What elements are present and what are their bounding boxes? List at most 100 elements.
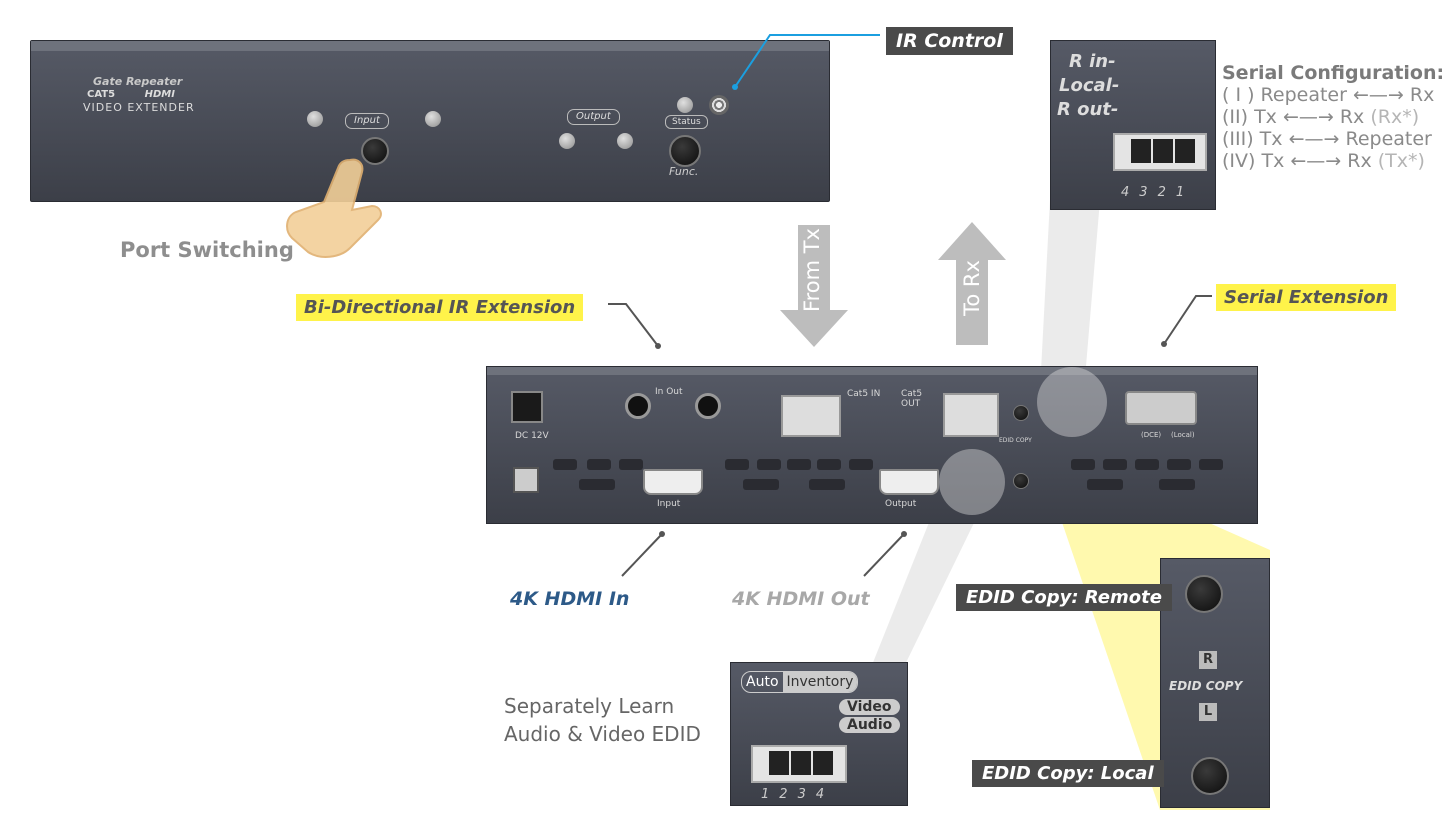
status-label-pill: Status	[665, 115, 708, 129]
serial-beam	[1040, 200, 1100, 390]
vent	[1135, 459, 1159, 470]
rear-panel: DC 12V In Out Cat5 IN Cat5 OUT EDID COPY…	[486, 366, 1258, 524]
ir-control-leader	[732, 34, 880, 90]
serial-config: Serial Configuration: ( I ) Repeater ←—→…	[1222, 62, 1444, 172]
auto-inventory-pill: Auto Inventory	[741, 671, 859, 693]
hdmi-input-label: Input	[657, 499, 681, 509]
cfg-arrow: ←—→	[1282, 106, 1334, 128]
vent	[743, 479, 779, 490]
vent	[553, 459, 577, 470]
cfg-note: (Rx*)	[1370, 106, 1420, 128]
edid-dip-4: 4	[815, 787, 835, 802]
vent	[809, 479, 845, 490]
edid-dip-switch[interactable]	[751, 745, 847, 783]
to-rx-label: To Rx	[960, 260, 984, 316]
edid-dip-numbers: 1234	[761, 787, 834, 802]
vent	[1199, 459, 1223, 470]
dce-label: (DCE)	[1141, 431, 1162, 439]
serial-r-in: R in-	[1069, 51, 1116, 72]
cfg-mode: (III) Tx	[1222, 128, 1283, 150]
vent	[1167, 459, 1191, 470]
serial-dip-4: 4	[1121, 185, 1140, 200]
vent	[1071, 459, 1095, 470]
vent	[1159, 479, 1195, 490]
vent	[579, 479, 615, 490]
status-label: Status	[672, 117, 701, 127]
edid-remote-button[interactable]	[1185, 575, 1223, 613]
vent	[1103, 459, 1127, 470]
ground-screw	[513, 467, 539, 493]
arrow-down-icon	[780, 225, 848, 347]
serial-config-line: (III) Tx ←—→ Repeater	[1222, 128, 1444, 150]
serial-config-line: (IV) Tx ←—→ Rx (Tx*)	[1222, 150, 1444, 172]
hdmi-in-leader	[621, 531, 665, 577]
cat5-out-label: Cat5 OUT	[901, 389, 923, 409]
cfg-mode: (II) Tx	[1222, 106, 1277, 128]
edid-local-button-rear[interactable]	[1013, 473, 1029, 489]
edid-remote-button-rear[interactable]	[1013, 405, 1029, 421]
hdmi-output-label: Output	[885, 499, 917, 509]
edid-local-button[interactable]	[1191, 757, 1229, 795]
serial-config-line: (II) Tx ←—→ Rx (Rx*)	[1222, 106, 1444, 128]
serial-dip-3: 3	[1139, 185, 1158, 200]
cat5-in-port	[781, 395, 841, 437]
cat5-out-port	[943, 393, 999, 437]
front-cat5: CAT5	[87, 89, 116, 100]
output-led-right	[617, 133, 633, 149]
edid-dip-2: 2	[779, 787, 798, 802]
hdmi-output-port	[879, 469, 939, 495]
inout-label: In Out	[655, 387, 683, 397]
serial-dip-1: 1	[1175, 185, 1195, 200]
inventory-label: Inventory	[782, 672, 858, 692]
bi-ir-tag: Bi-Directional IR Extension	[296, 294, 584, 321]
hdmi-in-label: 4K HDMI In	[510, 588, 630, 610]
input-led-right	[425, 111, 441, 127]
ir-sensor-icon	[709, 95, 729, 115]
edid-copy-inset: R EDID COPY L	[1160, 558, 1270, 808]
edid-dip-inset: Auto Inventory Video Audio 1234	[730, 662, 908, 806]
serial-leader	[1161, 295, 1212, 347]
output-label-pill: Output	[567, 109, 620, 125]
ir-out-jack	[695, 393, 721, 419]
edid-copy-label: EDID COPY	[1169, 679, 1243, 693]
edid-dip-1: 1	[761, 787, 780, 802]
status-led	[677, 97, 693, 113]
bi-ir-leader	[608, 303, 661, 349]
serial-config-line: ( I ) Repeater ←—→ Rx	[1222, 84, 1444, 106]
edid-dip-3: 3	[797, 787, 816, 802]
cfg-arrow: ←—→	[1288, 128, 1340, 150]
serial-local: Local-	[1059, 75, 1120, 96]
local-label: (Local)	[1171, 431, 1195, 439]
input-switch-button[interactable]	[361, 137, 389, 165]
cfg-mode: (IV) Tx	[1222, 150, 1285, 172]
cfg-target: Rx	[1347, 150, 1372, 172]
func-button[interactable]	[669, 135, 701, 167]
cfg-target: Rx	[1409, 84, 1435, 106]
cfg-arrow: ←—→	[1352, 84, 1404, 106]
port-switching-label: Port Switching	[120, 238, 294, 262]
from-tx-label: From Tx	[800, 228, 824, 312]
func-label: Func.	[669, 165, 699, 178]
serial-dip-2: 2	[1157, 185, 1176, 200]
hdmi-input-port	[643, 469, 703, 495]
learn-line-1: Separately Learn	[504, 694, 675, 718]
output-led-left	[559, 133, 575, 149]
vent	[757, 459, 781, 470]
serial-dip-highlight	[1037, 367, 1107, 437]
hdmi-out-leader	[863, 531, 907, 577]
edid-l-badge: L	[1199, 703, 1217, 721]
ir-in-jack	[625, 393, 651, 419]
input-label-pill: Input	[345, 113, 389, 129]
dc-label: DC 12V	[515, 431, 549, 441]
vent	[787, 459, 811, 470]
db9-serial-port	[1125, 391, 1197, 425]
input-label: Input	[354, 115, 380, 126]
edid-remote-tag: EDID Copy: Remote	[956, 584, 1172, 611]
vent	[619, 459, 643, 470]
cfg-mode: ( I ) Repeater	[1222, 84, 1347, 106]
serial-dip-numbers: 4321	[1121, 185, 1194, 200]
serial-dip-switch[interactable]	[1113, 133, 1207, 171]
edid-local-tag: EDID Copy: Local	[972, 760, 1164, 787]
front-product: VIDEO EXTENDER	[83, 101, 195, 114]
cfg-target: Rx	[1339, 106, 1365, 128]
